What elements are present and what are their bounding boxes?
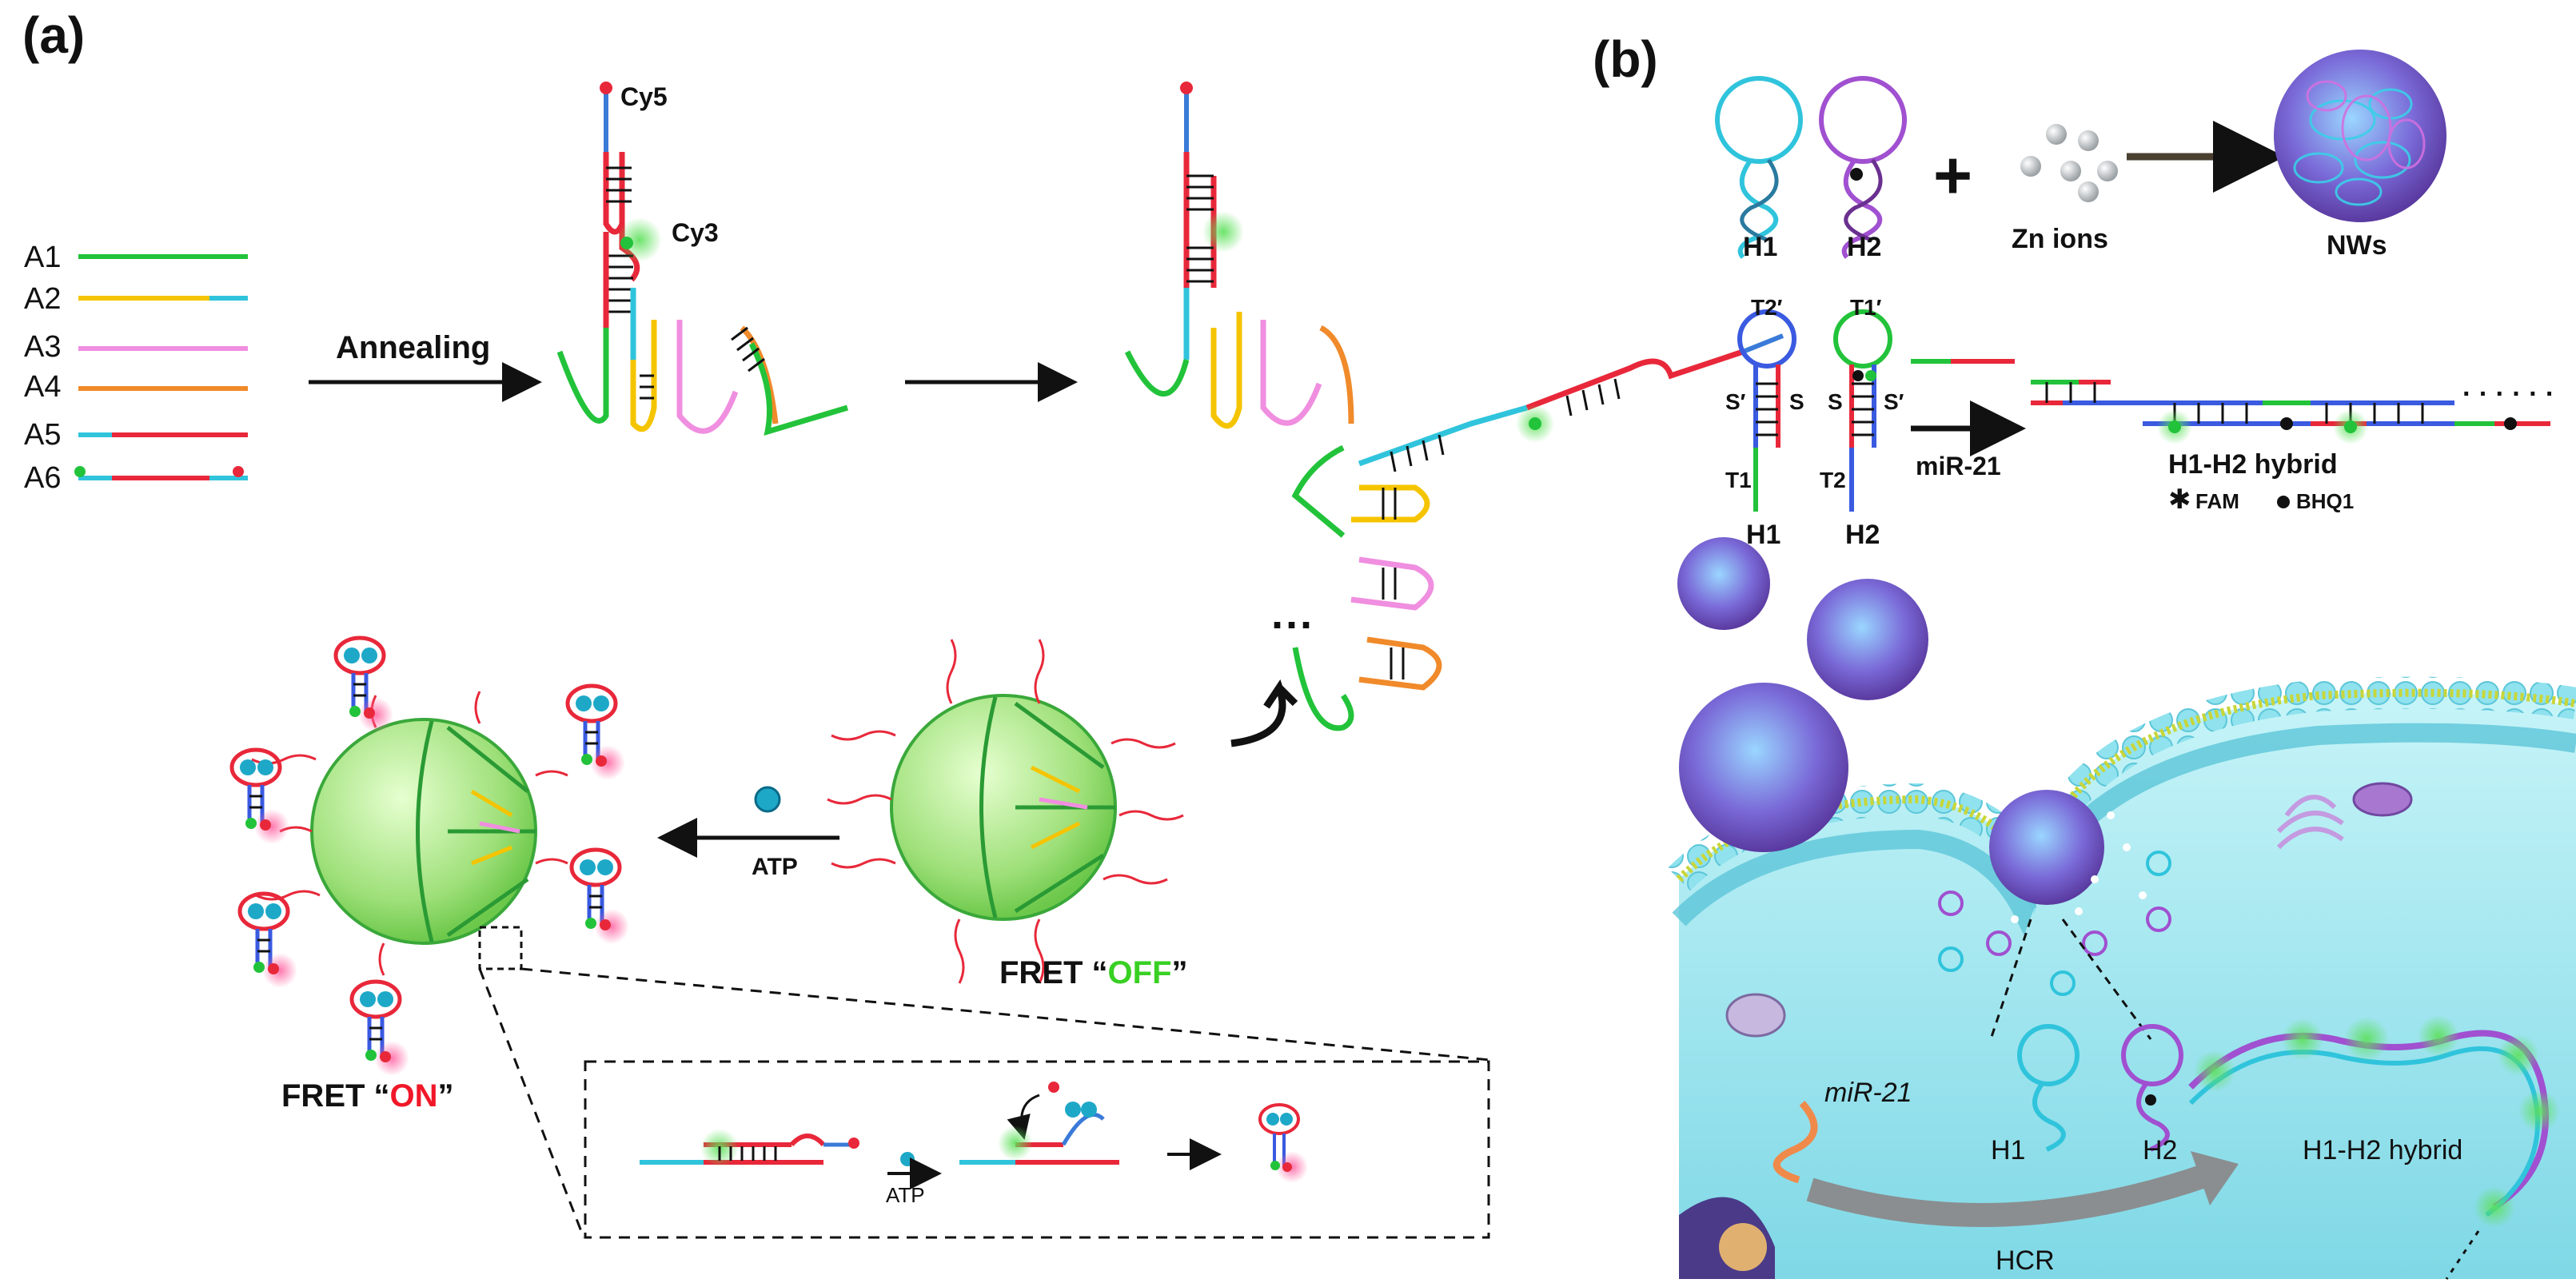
- hcr-label: HCR: [1996, 1245, 2055, 1276]
- nw-particle-1: [1677, 537, 1770, 630]
- cell-h1-label: H1: [1991, 1135, 2025, 1165]
- zn-ions-label: Zn ions: [2012, 224, 2108, 254]
- zoom-line-left: [478, 968, 585, 1238]
- panel-b: (b) H1 H2 + Zn ions: [1593, 30, 2576, 1280]
- cy3-dot-icon: [74, 466, 86, 477]
- fret-off-label: FRET “OFF”: [999, 955, 1188, 990]
- s-label-1: S: [1789, 389, 1804, 414]
- h2-label: H2: [1847, 232, 1881, 262]
- cell-hybrid-helix: [2188, 1015, 2560, 1228]
- plus-sign: +: [1933, 137, 1972, 213]
- t2-prime-label: T2′: [1751, 295, 1783, 320]
- t1-label: T1: [1725, 468, 1752, 492]
- nanowire-sphere-icon: [2274, 50, 2446, 222]
- strand-label-a5: A5: [24, 418, 61, 452]
- hairpin-h2-detail: [1833, 309, 1892, 512]
- hairpin-h1-detail: [1737, 309, 1796, 512]
- fret-on-label: FRET “ON”: [281, 1078, 454, 1114]
- nw-particle-3: [1679, 683, 1848, 852]
- released-hairpins: [229, 636, 629, 1076]
- nw-particle-2: [1807, 579, 1928, 700]
- h1-detail-label: H1: [1746, 520, 1780, 550]
- panel-a-label: (a): [22, 6, 85, 64]
- s-label-2: S: [1828, 389, 1843, 414]
- hybrid-chain: [2031, 380, 2550, 444]
- curved-arrow-icon: [1230, 679, 1298, 747]
- atp-molecule-icon: [754, 786, 781, 813]
- zoom-line-right: [520, 967, 1491, 1062]
- strand-label-a6: A6: [24, 461, 61, 495]
- hcr-arrow-icon: [1806, 1163, 2211, 1227]
- hybrid-label: H1-H2 hybrid: [2168, 449, 2338, 480]
- released-hairpins-b: [1938, 851, 2171, 996]
- zoom-box: [478, 926, 523, 970]
- hairpin-h2-top: [1819, 76, 1907, 259]
- cy3-label: Cy3: [672, 218, 719, 247]
- atp-label: ATP: [752, 854, 798, 880]
- bhq1-label: BHQ1: [2296, 489, 2354, 513]
- mir21-label: miR-21: [1916, 452, 2001, 480]
- nws-label: NWs: [2327, 230, 2387, 261]
- cell-mir21-strand: [1772, 1100, 1818, 1184]
- hairpin-h1-top: [1715, 76, 1803, 259]
- cell-hairpin-h2: [2121, 1024, 2183, 1152]
- nw-particle-entering: [1989, 790, 2104, 905]
- cy3-glow-icon: [617, 217, 662, 262]
- t1-prime-label: T1′: [1850, 295, 1882, 320]
- hybrid-dots: · · · · · ·: [2462, 379, 2554, 409]
- nanosphere-on: [251, 691, 568, 976]
- inset-box: [584, 1060, 1490, 1239]
- panel-b-label: (b): [1593, 30, 1658, 88]
- strand-legend: A1 A2 A3 A4 A5 A6: [24, 241, 248, 495]
- s-prime-label-1: S′: [1725, 389, 1746, 414]
- atp-inset-icon: [900, 1152, 915, 1166]
- cell-hybrid-label: H1-H2 hybrid: [2303, 1135, 2462, 1165]
- strand-label-a3: A3: [24, 330, 61, 364]
- atp-inset-label: ATP: [886, 1183, 925, 1207]
- dna-network-structure: ···: [1124, 82, 1784, 731]
- h1-label: H1: [1743, 232, 1777, 262]
- dna-y-structure: Cy5 Cy3: [556, 82, 849, 436]
- zn-ions-icon: [2020, 124, 2118, 202]
- cy5-marker-icon: [600, 82, 612, 94]
- cell-hairpin-h1: [2017, 1024, 2080, 1152]
- cy5-dot-icon: [233, 466, 244, 477]
- strand-label-a1: A1: [24, 241, 61, 274]
- bhq1-dot-icon: [2277, 496, 2290, 508]
- fam-label: FAM: [2195, 489, 2239, 513]
- h2-detail-label: H2: [1845, 520, 1880, 550]
- nanosphere-off: [827, 639, 1184, 984]
- fam-star-icon: ✱: [2168, 484, 2191, 515]
- s-prime-label-2: S′: [1884, 389, 1904, 414]
- annealing-label: Annealing: [336, 330, 490, 365]
- t2-label: T2: [1820, 468, 1846, 492]
- zn-release-dots: [2011, 811, 2147, 923]
- cell-h2-label: H2: [2143, 1135, 2177, 1165]
- cell-mir21-label: miR-21: [1824, 1078, 1912, 1108]
- cy5-label: Cy5: [620, 82, 668, 111]
- inset-mechanism: ATP: [640, 1082, 1308, 1207]
- strand-label-a4: A4: [24, 370, 61, 404]
- strand-label-a2: A2: [24, 282, 61, 316]
- network-ellipsis: ···: [1271, 601, 1314, 649]
- panel-a: (a) A1 A2 A3 A4 A5 A6 Annealing: [22, 6, 1784, 1239]
